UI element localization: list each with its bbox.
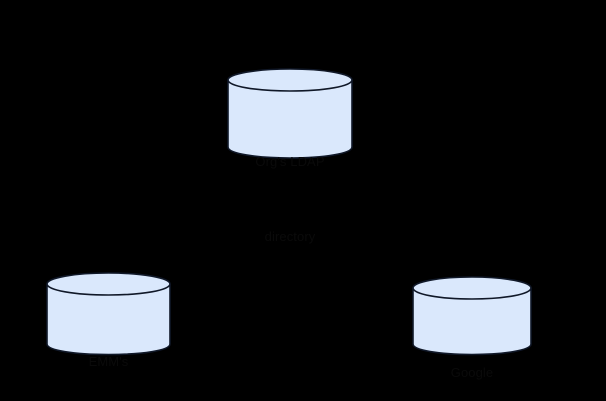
cylinder-node-ldap[interactable]: Org's LDAP directory <box>227 68 353 244</box>
cylinder-node-google[interactable]: Google <box>412 276 532 380</box>
database-cylinder-icon <box>412 276 532 356</box>
cylinder-label-line-2: directory <box>264 229 316 244</box>
database-cylinder-icon <box>46 272 171 356</box>
database-cylinder-icon <box>227 68 353 159</box>
cylinder-node-emm[interactable]: EMM's database <box>46 272 171 369</box>
cylinder-label-line-1: Google <box>450 365 494 380</box>
